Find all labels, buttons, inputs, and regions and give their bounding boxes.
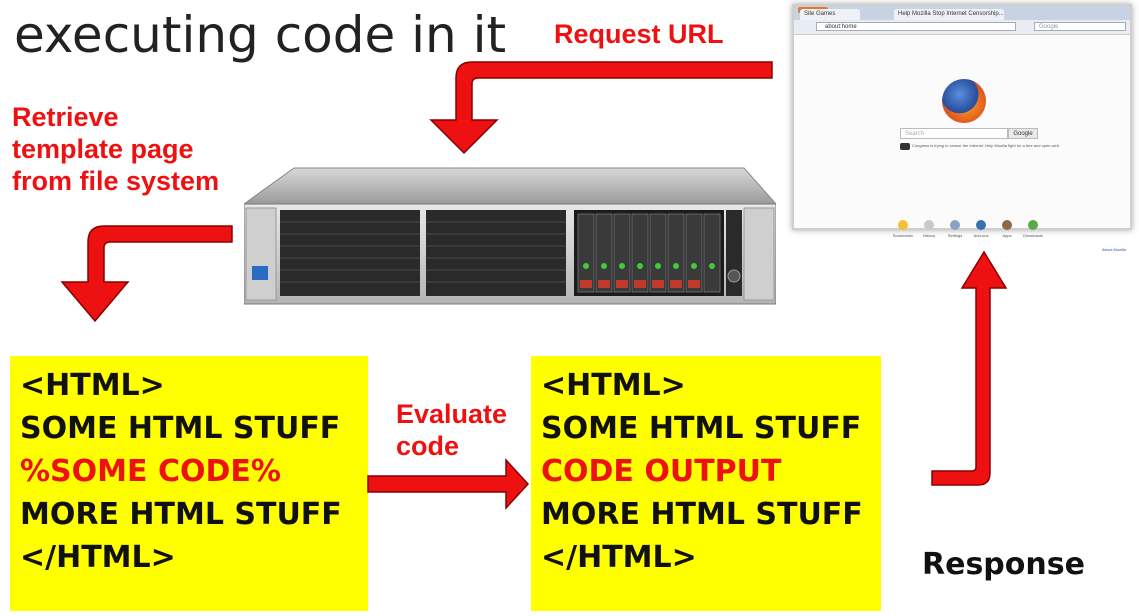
apps-icon (1002, 220, 1012, 230)
star-icon (898, 220, 908, 230)
output-line: <HTML> (541, 368, 686, 403)
clock-icon (924, 220, 934, 230)
firefox-logo-icon (942, 79, 986, 123)
request-url-arrow (429, 61, 773, 155)
home-search-input[interactable]: Search (900, 128, 1008, 139)
slide-title: executing code in it (14, 6, 507, 64)
request-url-label: Request URL (554, 19, 724, 49)
addons-launcher[interactable]: Add-ons (968, 220, 994, 238)
apps-launcher[interactable]: Apps (994, 220, 1020, 238)
browser-tab[interactable]: Site Games (800, 9, 860, 20)
browser-content: Search Google Congress is trying to cens… (794, 35, 1130, 252)
download-icon (1028, 220, 1038, 230)
evaluate-arrow (367, 458, 530, 510)
about-mozilla-link[interactable]: About Mozilla (1101, 247, 1126, 252)
evaluate-label: Evaluate code (396, 398, 507, 462)
browser-url-field[interactable]: about:home (816, 22, 1016, 31)
snippet-text: Congress is trying to censor the Interne… (912, 143, 1061, 148)
evaluate-label-line-1: Evaluate (396, 399, 508, 429)
browser-search-field[interactable]: Google (1034, 22, 1126, 31)
bookmarks-launcher[interactable]: Bookmarks (890, 220, 916, 238)
output-line: SOME HTML STUFF (541, 411, 862, 446)
history-launcher[interactable]: History (916, 220, 942, 238)
downloads-launcher[interactable]: Downloads (1020, 220, 1046, 238)
puzzle-icon (976, 220, 986, 230)
browser-tab-bar: Site Games Help Mozilla Stop Internet Ce… (794, 6, 1130, 20)
settings-launcher[interactable]: Settings (942, 220, 968, 238)
template-line: <HTML> (20, 368, 165, 403)
gear-icon (950, 220, 960, 230)
evaluate-label-line-2: code (396, 431, 460, 461)
server-image (244, 167, 776, 305)
snippet-icon (900, 143, 910, 150)
browser-nav-bar: about:home Google (794, 20, 1130, 35)
output-line: </HTML> (541, 540, 697, 575)
template-line: MORE HTML STUFF (20, 497, 342, 532)
template-page-box: <HTML> SOME HTML STUFF %SOME CODE% MORE … (10, 356, 368, 611)
retrieve-label-line-3: from file system (12, 166, 220, 196)
response-label: Response (922, 547, 1085, 582)
browser-window: Site Games Help Mozilla Stop Internet Ce… (792, 4, 1132, 252)
output-code-line: CODE OUTPUT (541, 454, 782, 489)
retrieve-label-line-1: Retrieve (12, 102, 119, 132)
retrieve-arrow (60, 225, 233, 323)
browser-tab[interactable]: Help Mozilla Stop Internet Censorship... (894, 9, 1004, 20)
template-code-line: %SOME CODE% (20, 454, 281, 489)
retrieve-label-line-2: template page (12, 134, 194, 164)
output-page-box: <HTML> SOME HTML STUFF CODE OUTPUT MORE … (531, 356, 881, 611)
response-arrow (931, 250, 1008, 486)
retrieve-label: Retrieve template page from file system (12, 101, 219, 197)
template-line: </HTML> (20, 540, 176, 575)
home-search-button[interactable]: Google (1008, 128, 1038, 139)
template-line: SOME HTML STUFF (20, 411, 341, 446)
output-line: MORE HTML STUFF (541, 497, 863, 532)
